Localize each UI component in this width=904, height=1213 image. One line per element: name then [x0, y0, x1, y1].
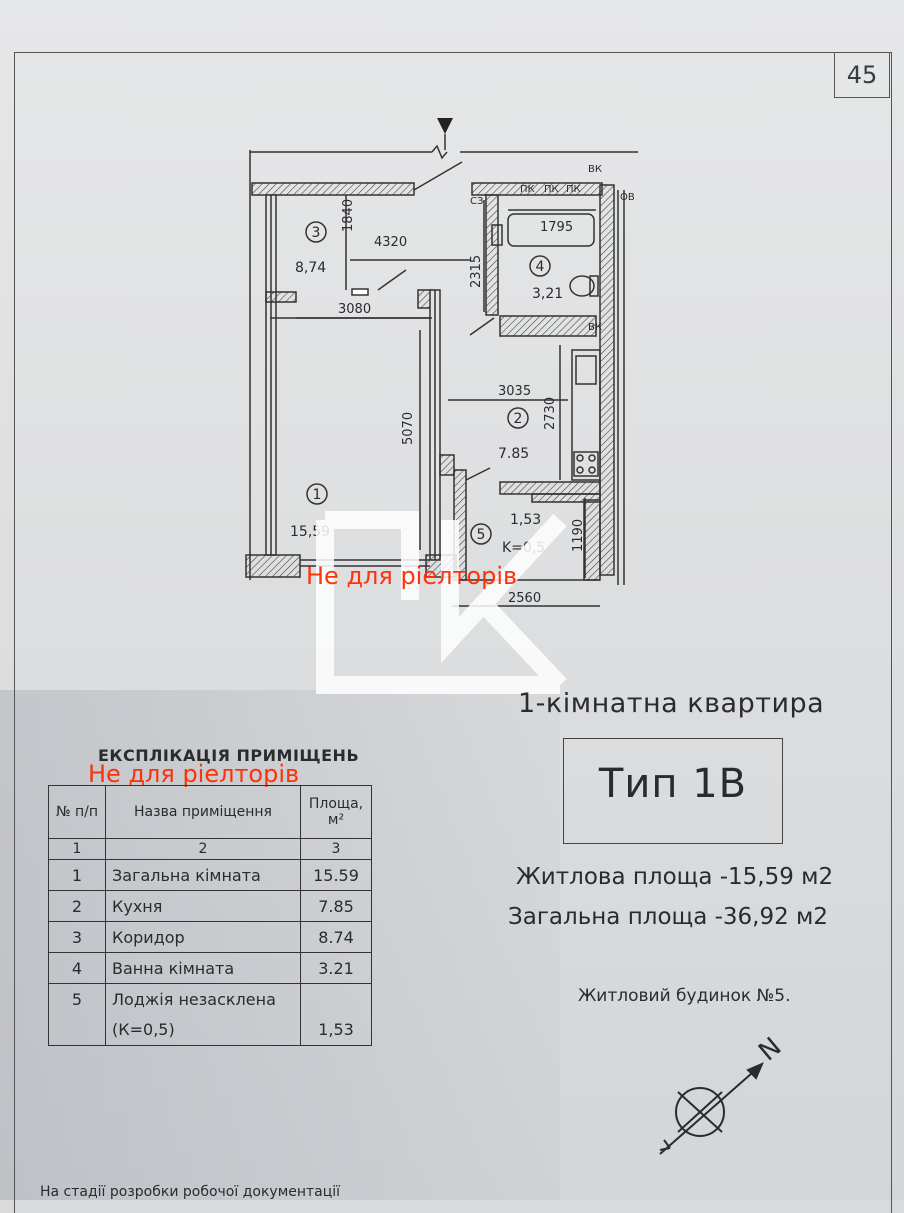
- watermark-text-table: Не для ріелторів: [88, 760, 300, 788]
- row-area: 3.21: [300, 952, 372, 984]
- row-area: 7.85: [300, 890, 372, 922]
- row-number: 3: [48, 921, 106, 953]
- row-name: Загальна кімната: [105, 859, 301, 891]
- col-number-2: 2: [105, 838, 301, 860]
- row-number: 4: [48, 952, 106, 984]
- dim-1840: 1840: [341, 199, 356, 232]
- room-3-area: 8,74: [295, 260, 326, 276]
- type-label: Тип 1В: [598, 761, 748, 807]
- table-row: 5 Лоджія незасклена (К=0,5) 1,53: [48, 983, 372, 1046]
- col-number-1: 1: [48, 838, 106, 860]
- dim-3035: 3035: [498, 384, 531, 399]
- room-5-area: 1,53: [510, 512, 541, 528]
- apartment-title: 1-кімнатна квартира: [518, 688, 825, 719]
- dim-2560: 2560: [508, 591, 541, 606]
- dim-2730: 2730: [543, 397, 558, 430]
- total-area: Загальна площа -36,92 м2: [508, 904, 829, 930]
- room-2-area: 7.85: [498, 446, 529, 462]
- row-number: 5: [48, 983, 106, 1046]
- dim-5070: 5070: [401, 412, 416, 445]
- dim-1795: 1795: [540, 220, 573, 235]
- explication-table: № п/п Назва приміщення Площа, м² 1 2 3 1…: [48, 785, 372, 1046]
- header-name: Назва приміщення: [105, 785, 301, 839]
- compass-icon: N: [659, 1032, 787, 1155]
- table-column-numbers: 1 2 3: [48, 838, 372, 860]
- floor-plan: 3 8,74 4 3,21 2 7.85 1 15,59 5 1,53 K=0,…: [245, 118, 638, 694]
- row-name: Кухня: [105, 890, 301, 922]
- fixture-pk-1: ПК: [520, 184, 535, 195]
- fixture-ov: ОВ: [620, 192, 635, 203]
- row-area: 1,53: [300, 983, 372, 1046]
- fixture-pk-3: ПК: [566, 184, 581, 195]
- compass-north-label: N: [753, 1032, 787, 1067]
- room-3-number: 3: [312, 225, 321, 241]
- dim-1190: 1190: [571, 519, 586, 552]
- header-number: № п/п: [48, 785, 106, 839]
- dim-2315: 2315: [469, 255, 484, 288]
- watermark-logo: [316, 511, 567, 694]
- type-box: Тип 1В: [563, 738, 783, 844]
- row-name: Ванна кімната: [105, 952, 301, 984]
- fixture-vk-top: ВК: [588, 164, 602, 175]
- fixture-vk-bottom: ВК: [588, 322, 602, 333]
- row-area: 8.74: [300, 921, 372, 953]
- fixture-sz: СЗ: [470, 196, 483, 207]
- table-header-row: № п/п Назва приміщення Площа, м²: [48, 785, 372, 839]
- room-4-area: 3,21: [532, 286, 563, 302]
- row-number: 2: [48, 890, 106, 922]
- page-number: 45: [834, 52, 890, 98]
- room-2-number: 2: [514, 411, 523, 427]
- col-number-3: 3: [300, 838, 372, 860]
- building-label: Житловий будинок №5.: [578, 986, 791, 1006]
- header-area: Площа, м²: [300, 785, 372, 839]
- table-row: 3 Коридор 8.74: [48, 921, 372, 953]
- drawing-frame: [14, 52, 892, 1213]
- room-4-number: 4: [536, 259, 545, 275]
- row-name: Лоджія незасклена (К=0,5): [105, 983, 301, 1046]
- room-1-number: 1: [313, 487, 322, 503]
- bottom-note: На стадії розробки робочої документації: [40, 1184, 341, 1200]
- row-name: Коридор: [105, 921, 301, 953]
- row-number: 1: [48, 859, 106, 891]
- living-area: Житлова площа -15,59 м2: [516, 864, 834, 890]
- room-5-number: 5: [477, 527, 486, 543]
- watermark-text-plan: Не для ріелторів: [306, 562, 518, 590]
- dim-3080: 3080: [338, 302, 371, 317]
- row-area: 15.59: [300, 859, 372, 891]
- table-row: 2 Кухня 7.85: [48, 890, 372, 922]
- table-row: 4 Ванна кімната 3.21: [48, 952, 372, 984]
- dim-4320: 4320: [374, 235, 407, 250]
- explication-title: ЕКСПЛІКАЦІЯ ПРИМІЩЕНЬ: [98, 746, 360, 765]
- table-row: 1 Загальна кімната 15.59: [48, 859, 372, 891]
- fixture-pk-2: ПК: [544, 184, 559, 195]
- section-marker-icon: [437, 118, 453, 134]
